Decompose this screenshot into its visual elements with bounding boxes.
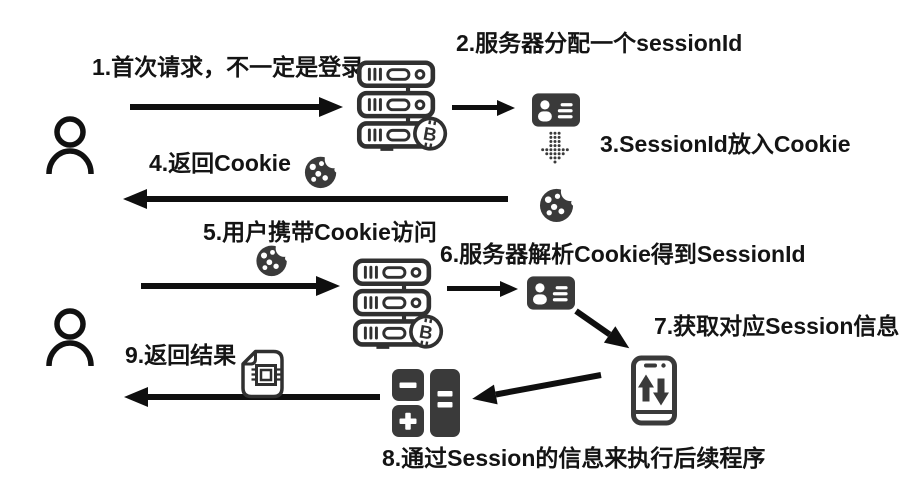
arrow-step8-left	[495, 372, 602, 398]
svg-text:B: B	[422, 123, 439, 146]
calculator-icon	[392, 369, 462, 437]
user-icon-top	[44, 116, 96, 174]
cookie-icon-step5	[254, 243, 291, 277]
arrow-step7-diagonal	[574, 308, 612, 337]
dotted-down-arrow-icon	[541, 131, 569, 171]
step-5-label: 5.用户携带Cookie访问	[203, 219, 437, 245]
server-icon-top: B	[355, 60, 450, 152]
server-icon-bottom: B	[351, 258, 446, 350]
arrow-step5-right	[141, 283, 316, 289]
user-icon-bottom	[44, 308, 96, 366]
smartphone-sync-icon	[631, 355, 677, 426]
id-card-icon-bottom	[527, 276, 575, 310]
step-6-label: 6.服务器解析Cookie得到SessionId	[440, 241, 806, 267]
step-8-label: 8.通过Session的信息来执行后续程序	[382, 445, 766, 471]
bitcoin-badge: B	[409, 314, 444, 349]
step-1-label: 1.首次请求，不一定是登录	[92, 54, 365, 80]
step-9-label: 9.返回结果	[125, 342, 237, 368]
step-7-label: 7.获取对应Session信息	[654, 313, 900, 339]
chip-document-icon	[240, 349, 285, 399]
arrow-step6-right	[447, 286, 500, 291]
svg-text:B: B	[418, 321, 435, 344]
arrow-step4-left	[147, 196, 508, 202]
arrow-step2-right	[452, 105, 497, 110]
step-4-label: 4.返回Cookie	[149, 150, 291, 176]
step-2-label: 2.服务器分配一个sessionId	[456, 30, 743, 56]
bitcoin-badge: B	[413, 116, 448, 151]
cookie-icon-step4	[303, 154, 340, 189]
step-3-label: 3.SessionId放入Cookie	[600, 131, 851, 157]
cookie-icon-step3	[538, 186, 577, 223]
arrow-step1-right	[130, 104, 319, 110]
id-card-icon-top	[532, 93, 580, 127]
